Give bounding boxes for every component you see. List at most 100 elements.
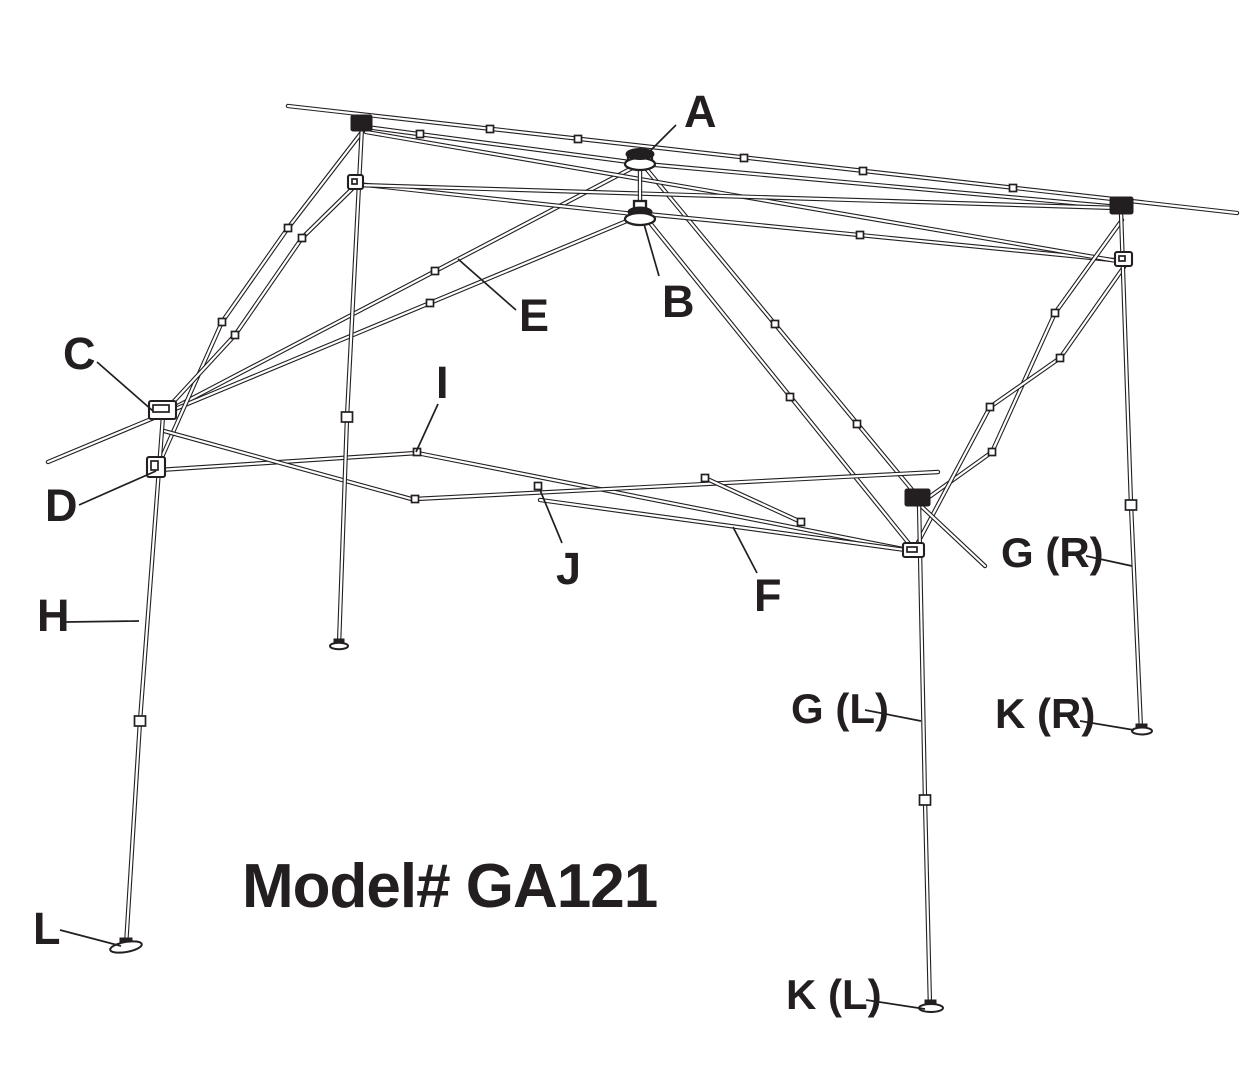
peak-cap xyxy=(623,148,657,172)
front-left-slider-bracket-detail xyxy=(150,460,159,471)
truss-joint xyxy=(283,223,293,233)
leader-j xyxy=(539,489,563,544)
truss-joint xyxy=(1008,183,1018,193)
part-label-d: D xyxy=(45,480,78,531)
part-label-a: A xyxy=(684,86,717,137)
frame-tube xyxy=(162,333,237,414)
leader-c xyxy=(96,361,154,412)
leg-collar xyxy=(918,794,932,806)
frame-tube xyxy=(164,164,638,414)
leader-d xyxy=(78,470,157,506)
truss-joint xyxy=(858,166,868,176)
frame-tube xyxy=(923,798,932,1009)
frame-tube xyxy=(703,476,803,524)
leader-i xyxy=(415,403,439,453)
part-label-e: E xyxy=(519,290,549,341)
frame-tube xyxy=(156,320,224,468)
peak-hub xyxy=(623,199,657,227)
truss-joint xyxy=(1050,308,1060,318)
front-left-corner-bracket-detail xyxy=(152,404,170,413)
leg-collar xyxy=(133,715,147,727)
part-label-g-right: G (R) xyxy=(1001,529,1104,576)
truss-joint xyxy=(410,494,420,504)
frame-tube xyxy=(918,503,987,568)
frame-tube xyxy=(220,226,290,324)
frame-tube xyxy=(337,415,349,647)
truss-joint xyxy=(852,419,862,429)
part-label-f: F xyxy=(754,570,782,621)
leader-k-left xyxy=(865,999,926,1010)
truss-joint xyxy=(573,134,583,144)
leader-k-right xyxy=(1079,720,1135,731)
part-label-k-right: K (R) xyxy=(995,690,1095,737)
frame-tube xyxy=(46,216,636,464)
frame-tube xyxy=(1129,503,1143,732)
frame-tube xyxy=(413,470,940,501)
part-label-b: B xyxy=(662,276,695,327)
frame-tube xyxy=(286,104,1239,215)
frame-tube xyxy=(642,164,920,499)
truss-joint xyxy=(987,447,997,457)
frame-tube xyxy=(643,162,1120,209)
part-label-j: J xyxy=(556,543,581,594)
frame-tube xyxy=(355,182,636,216)
truss-joint xyxy=(796,517,806,527)
front-right-corner-bracket xyxy=(904,488,931,507)
model-number-title: Model# GA121 xyxy=(242,852,657,921)
part-label-i: I xyxy=(436,357,449,408)
part-labels: A B C D E F G (L) G (R) H I J K (L) K (R… xyxy=(33,86,1104,1018)
front-right-slider-bracket-detail xyxy=(906,546,918,553)
truss-joint xyxy=(1055,353,1065,363)
frame-tube xyxy=(124,719,142,948)
leader-e xyxy=(457,258,517,311)
rear-left-slider-bracket-detail xyxy=(351,178,358,185)
frame-tube xyxy=(1058,262,1128,360)
truss-joint xyxy=(425,298,435,308)
leg-feet xyxy=(109,638,1153,1013)
frame-tube xyxy=(162,429,417,502)
part-label-g-left: G (L) xyxy=(791,685,889,732)
frame-tube xyxy=(364,125,639,165)
truss-joint xyxy=(217,317,227,327)
part-label-k-left: K (L) xyxy=(786,971,882,1018)
truss-joint xyxy=(785,392,795,402)
truss-joint xyxy=(230,330,240,340)
part-label-h: H xyxy=(37,590,70,641)
leg-collar xyxy=(1124,499,1138,511)
frame-tube xyxy=(644,216,917,553)
truss-joint xyxy=(855,230,865,240)
frame-fittings xyxy=(133,114,1138,806)
frame-tube xyxy=(988,356,1062,409)
frame-tube xyxy=(157,451,419,472)
leader-h xyxy=(65,620,140,623)
part-label-c: C xyxy=(63,328,96,379)
leader-b xyxy=(643,223,660,277)
part-label-l: L xyxy=(33,903,61,954)
frame-tube xyxy=(233,236,304,337)
leader-lines xyxy=(59,124,1135,1010)
leader-a xyxy=(643,124,677,158)
frame-tube xyxy=(415,451,915,553)
truss-joint xyxy=(770,319,780,329)
truss-joint xyxy=(739,153,749,163)
rear-right-slider-bracket-detail xyxy=(1118,255,1126,262)
frame-tube xyxy=(300,184,357,240)
frame-tube xyxy=(1053,218,1124,315)
leader-g-left xyxy=(864,709,922,722)
rear-left-corner-bracket xyxy=(350,114,373,132)
rear-right-corner-bracket xyxy=(1109,196,1134,215)
frame-tube xyxy=(912,405,992,552)
frame-tube xyxy=(345,124,364,419)
leg-collar xyxy=(340,411,354,423)
leader-f xyxy=(732,526,758,574)
frame-tube xyxy=(355,183,1120,210)
truss-joint xyxy=(533,481,543,491)
frame-tube xyxy=(644,212,1125,263)
truss-joint xyxy=(430,266,440,276)
truss-joint xyxy=(485,124,495,134)
leader-g-right xyxy=(1085,555,1133,567)
frame-tube xyxy=(286,130,364,230)
truss-joint xyxy=(985,402,995,412)
